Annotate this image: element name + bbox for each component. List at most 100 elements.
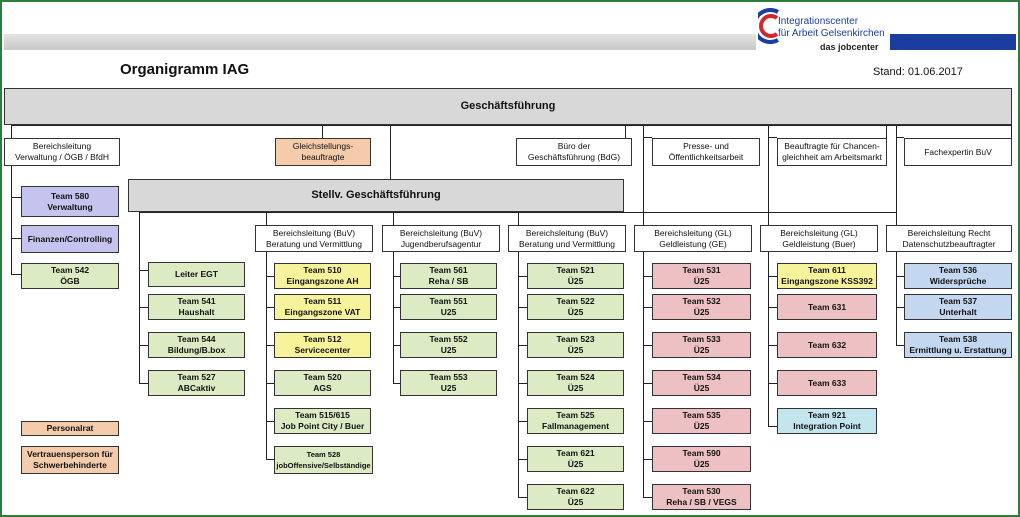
connector-line xyxy=(518,345,527,346)
stellv-geschaeftsfuehrung-box: Stellv. Geschäftsführung xyxy=(128,179,624,212)
team-621-label: Team 621 Ü25 xyxy=(556,448,595,469)
connector-line xyxy=(896,137,904,138)
team-580-box: Team 580 Verwaltung xyxy=(21,186,119,217)
connector-line xyxy=(643,137,652,138)
connector-line xyxy=(643,307,652,308)
connector-line xyxy=(393,276,400,277)
team-631-label: Team 631 xyxy=(807,301,847,312)
team-541-box: Team 541 Haushalt xyxy=(148,294,245,320)
team-527-label: Team 527 ABCaktiv xyxy=(177,372,216,393)
team-621-box: Team 621 Ü25 xyxy=(527,446,624,472)
connector-line xyxy=(322,125,323,138)
team-520-label: Team 520 AGS xyxy=(303,372,342,393)
vertrauensperson-label: Vertrauensperson für Schwerbehinderte xyxy=(27,449,113,470)
connector-line xyxy=(518,276,527,277)
team-522-label: Team 522 Ü25 xyxy=(556,296,595,317)
dept-head-label: Bereichsleitung (GL) Geldleistung (GE) xyxy=(654,227,732,249)
logo-c-icon xyxy=(758,8,779,44)
connector-line xyxy=(768,276,777,277)
dept-head-label: Bereichsleitung (BuV) Beratung und Vermi… xyxy=(519,227,615,249)
team-551-label: Team 551 U25 xyxy=(429,296,468,317)
team-524-box: Team 524 Ü25 xyxy=(527,370,624,396)
fachexpertin-label: Fachexpertin BuV xyxy=(924,146,992,157)
team-538-label: Team 538 Ermittlung u. Erstattung xyxy=(909,334,1007,355)
team-533-label: Team 533 Ü25 xyxy=(682,334,721,355)
team-528-box: Team 528 jobOffensive/Selbständige xyxy=(274,446,373,474)
bereichsleitung-verwaltung-box: Bereichsleitung Verwaltung / ÖGB / BfdH xyxy=(4,138,120,166)
connector-line xyxy=(643,497,652,498)
gleichstellungsbeauftragte-box: Gleichstellungs- beauftragte xyxy=(275,138,371,166)
team-512-box: Team 512 Servicecenter xyxy=(274,332,371,358)
team-631-box: Team 631 xyxy=(777,294,877,320)
team-525-label: Team 525 Fallmanagement xyxy=(541,410,610,431)
connector-line xyxy=(1011,125,1012,138)
team-527-box: Team 527 ABCaktiv xyxy=(148,370,245,396)
header-gray-bar xyxy=(4,34,756,50)
connector-line xyxy=(139,383,148,384)
connector-line xyxy=(896,345,904,346)
connector-line xyxy=(768,426,777,427)
dept-head-label: Bereichsleitung (BuV) Beratung und Vermi… xyxy=(266,227,362,249)
connector-line xyxy=(266,212,267,225)
team-512-label: Team 512 Servicecenter xyxy=(294,334,351,355)
team-510-label: Team 510 Eingangszone AH xyxy=(286,265,359,286)
team-531-label: Team 531 Ü25 xyxy=(682,265,721,286)
team-535-box: Team 535 Ü25 xyxy=(652,408,751,434)
team-515-615-box: Team 515/615 Job Point City / Buer xyxy=(274,408,371,434)
team-534-label: Team 534 Ü25 xyxy=(682,372,721,393)
connector-line xyxy=(643,383,652,384)
team-633-label: Team 633 xyxy=(807,377,847,388)
connector-line xyxy=(266,276,274,277)
chancengleichheit-box: Beauftragte für Chancen- gleichheit am A… xyxy=(777,138,887,166)
team-536-box: Team 536 Widersprüche xyxy=(904,263,1012,289)
dept-head-gl-buer: Bereichsleitung (GL) Geldleistung (Buer) xyxy=(760,225,878,252)
connector-line xyxy=(518,212,519,225)
finanzen-controlling-label: Finanzen/Controlling xyxy=(27,233,113,244)
page-title: Organigramm IAG xyxy=(120,61,250,78)
team-544-label: Team 544 Bildung/B.box xyxy=(167,334,226,355)
team-532-box: Team 532 Ü25 xyxy=(652,294,751,320)
team-530-box: Team 530 Reha / SB / VEGS xyxy=(652,484,751,510)
team-511-box: Team 511 Eingangszone VAT xyxy=(274,294,371,320)
connector-line xyxy=(625,125,626,138)
team-590-box: Team 590 Ü25 xyxy=(652,446,751,472)
connector-line xyxy=(896,307,904,308)
connector-line xyxy=(393,212,394,225)
bereichsleitung-verwaltung-label: Bereichsleitung Verwaltung / ÖGB / BfdH xyxy=(14,141,109,162)
stellv-geschaeftsfuehrung-label: Stellv. Geschäftsführung xyxy=(311,189,441,201)
logo-text-line3: das jobcenter xyxy=(820,42,879,52)
team-537-box: Team 537 Unterhalt xyxy=(904,294,1012,320)
connector-line xyxy=(139,345,148,346)
dept-head-jba: Bereichsleitung (BuV) Jugendberufsagentu… xyxy=(382,225,500,252)
connector-line xyxy=(11,125,1011,126)
connector-line xyxy=(768,307,777,308)
jobcenter-logo: Integrationscenter für Arbeit Gelsenkirc… xyxy=(758,4,890,54)
dept-head-buv-1: Bereichsleitung (BuV) Beratung und Vermi… xyxy=(255,225,373,252)
header-blue-bar xyxy=(890,34,1016,50)
finanzen-controlling-box: Finanzen/Controlling xyxy=(21,225,119,253)
team-510-box: Team 510 Eingangszone AH xyxy=(274,263,371,289)
gleichstellungsbeauftragte-label: Gleichstellungs- beauftragte xyxy=(292,141,354,162)
logo-text-line2: für Arbeit Gelsenkirchen xyxy=(778,28,885,39)
connector-line xyxy=(518,421,527,422)
personalrat-box: Personalrat xyxy=(21,421,119,436)
connector-line xyxy=(518,497,527,498)
connector-line xyxy=(393,307,400,308)
connector-line xyxy=(393,252,394,384)
team-542-box: Team 542 ÖGB xyxy=(21,263,119,289)
connector-line xyxy=(139,212,896,213)
connector-line xyxy=(768,137,777,138)
leiter-egt-box: Leiter EGT xyxy=(148,262,245,287)
presse-label: Presse- und Öffentlichkeitsarbeit xyxy=(668,141,744,162)
connector-line xyxy=(266,459,274,460)
connector-line xyxy=(768,345,777,346)
team-521-label: Team 521 Ü25 xyxy=(556,265,595,286)
team-537-label: Team 537 Unterhalt xyxy=(938,296,978,317)
logo-text-line1: Integrationscenter xyxy=(778,16,859,27)
connector-line xyxy=(518,307,527,308)
dept-head-label: Bereichsleitung (BuV) Jugendberufsagentu… xyxy=(399,227,483,249)
date-label: Stand: 01.06.2017 xyxy=(873,66,963,78)
team-536-label: Team 536 Widersprüche xyxy=(929,265,987,286)
buero-gf-label: Büro der Geschäftsführung (BdG) xyxy=(527,141,621,162)
